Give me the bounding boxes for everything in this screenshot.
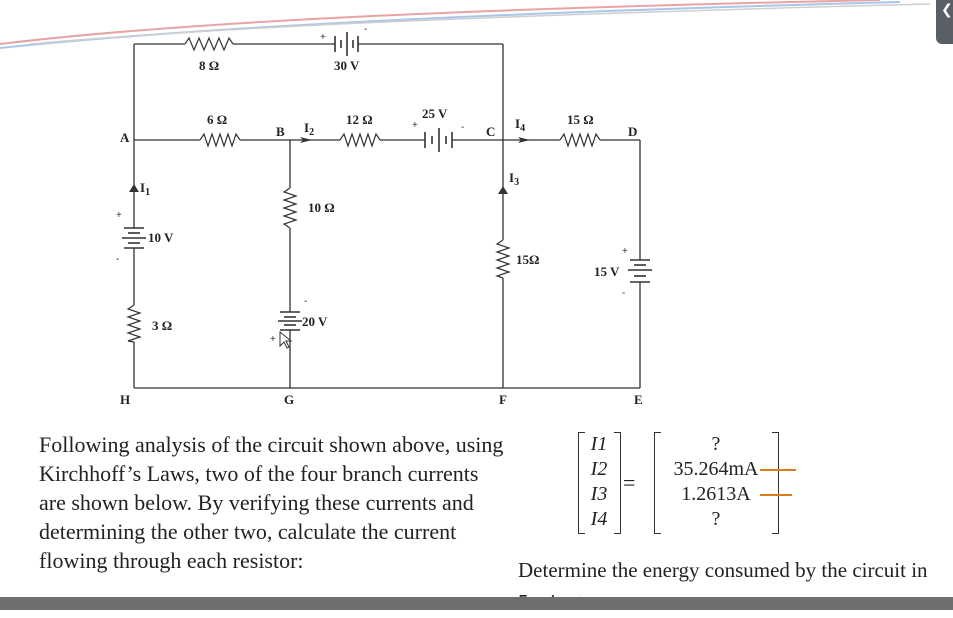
vector-i1: I1	[590, 433, 608, 455]
label-v-bc: 25 V	[422, 106, 448, 121]
scroll-handle[interactable]	[936, 0, 953, 44]
polarity-plus-25v: +	[412, 120, 418, 131]
node-g: G	[284, 392, 294, 407]
right-bracket-close	[772, 432, 779, 534]
chevron-left-icon[interactable]: ❮	[941, 2, 953, 18]
current-i1-label: I1	[140, 180, 150, 198]
vector-i2: I2	[590, 458, 608, 480]
label-v-de: 15 V	[594, 264, 620, 279]
polarity-minus-30v: -	[364, 24, 367, 35]
left-bracket-open	[578, 432, 585, 534]
polarity-minus-20v: -	[304, 296, 307, 307]
resistor-3-ohm	[126, 304, 142, 343]
current-arrows	[129, 137, 530, 194]
battery-30v	[334, 32, 359, 56]
value-i3: 1.2613A	[681, 483, 751, 505]
label-v-ah: 10 V	[148, 230, 174, 245]
resistor-6-ohm	[199, 132, 241, 148]
value-vector: ? 35.264mA 1.2613A ?	[660, 432, 772, 532]
label-v-top: 30 V	[334, 58, 360, 73]
left-bracket-close	[614, 432, 621, 534]
current-i3-label: I3	[509, 170, 519, 188]
annotation-mark	[760, 494, 792, 496]
polarity-plus-15v: +	[622, 246, 628, 257]
decor-swoosh-red	[0, 0, 881, 45]
resistor-15-ohm-cf	[495, 239, 511, 279]
current-i4-label: I4	[515, 116, 525, 134]
equals-sign: =	[623, 470, 636, 495]
value-i1: ?	[711, 433, 721, 455]
polarity-minus-15v: -	[622, 288, 625, 299]
right-bracket-open	[654, 432, 661, 534]
polarity-plus-10v: +	[116, 210, 122, 221]
problem-statement: Following analysis of the circuit shown …	[39, 432, 504, 573]
vector-i3: I3	[590, 483, 608, 505]
node-c: C	[486, 124, 495, 139]
node-a: A	[120, 130, 130, 145]
node-d: D	[628, 124, 637, 139]
mouse-cursor-icon	[279, 330, 293, 349]
label-r-ab: 6 Ω	[207, 112, 227, 127]
label-r-bc: 12 Ω	[346, 112, 373, 127]
polarity-plus-20v: +	[270, 334, 276, 345]
label-v-bg: 20 V	[302, 314, 328, 329]
label-r-cd: 15 Ω	[567, 112, 594, 127]
polarity-minus-10v: -	[116, 254, 119, 265]
node-b: B	[276, 124, 285, 139]
current-i2-label: I2	[304, 120, 314, 138]
node-h: H	[120, 392, 130, 407]
label-r-bg: 10 Ω	[308, 200, 335, 215]
annotation-mark	[760, 469, 796, 471]
polarity-minus-25v: -	[461, 122, 464, 133]
vector-i4: I4	[590, 508, 608, 530]
battery-10v	[122, 227, 146, 249]
label-r-top: 8 Ω	[199, 58, 219, 73]
value-i4: ?	[711, 508, 721, 530]
polarity-plus-30v: +	[320, 32, 326, 43]
wires	[133, 43, 641, 389]
label-r-ah: 3 Ω	[152, 318, 172, 333]
current-vector: I1 I2 I3 I4	[584, 432, 614, 532]
battery-20v	[278, 311, 302, 331]
decor-swoosh-gray	[29, 3, 931, 45]
battery-25v	[424, 128, 453, 152]
resistor-10-ohm	[282, 187, 298, 229]
resistor-12-ohm	[339, 132, 381, 148]
node-f: F	[499, 392, 507, 407]
resistor-15-ohm-cd	[559, 132, 601, 148]
battery-15v	[628, 259, 652, 283]
node-e: E	[634, 392, 643, 407]
bottom-toolbar	[0, 597, 953, 610]
value-i2: 35.264mA	[673, 458, 759, 480]
resistor-8-ohm	[184, 36, 234, 52]
label-r-cf: 15Ω	[516, 252, 539, 267]
